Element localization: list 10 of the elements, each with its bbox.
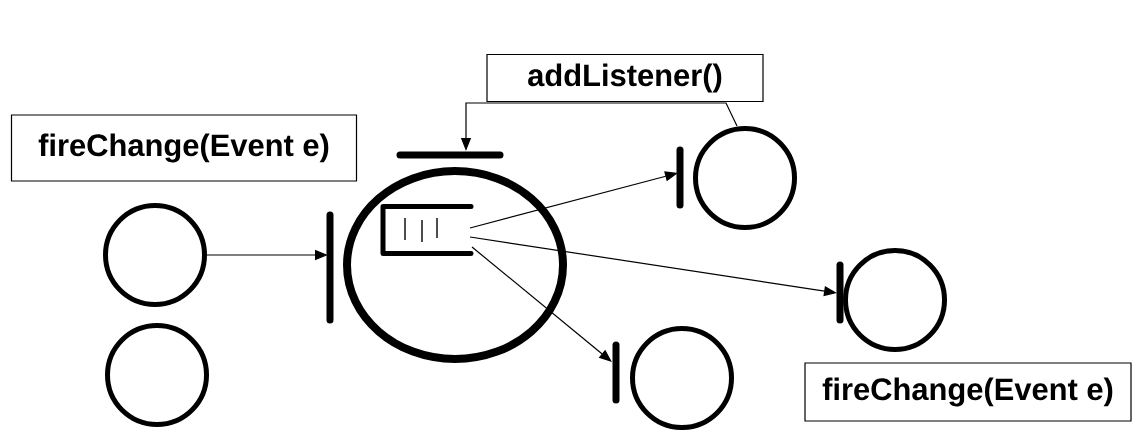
- object-circle: [612, 326, 734, 430]
- label-box: addListener(): [486, 53, 764, 103]
- object-circle: [105, 323, 209, 427]
- object-circle: [103, 203, 207, 307]
- object-circle: [836, 248, 947, 352]
- label-box: fireChange(Event e): [804, 362, 1132, 422]
- label-box: fireChange(Event e): [10, 114, 358, 182]
- object-circle: [676, 126, 797, 230]
- arrow: [471, 246, 612, 362]
- queue-box: [380, 204, 474, 256]
